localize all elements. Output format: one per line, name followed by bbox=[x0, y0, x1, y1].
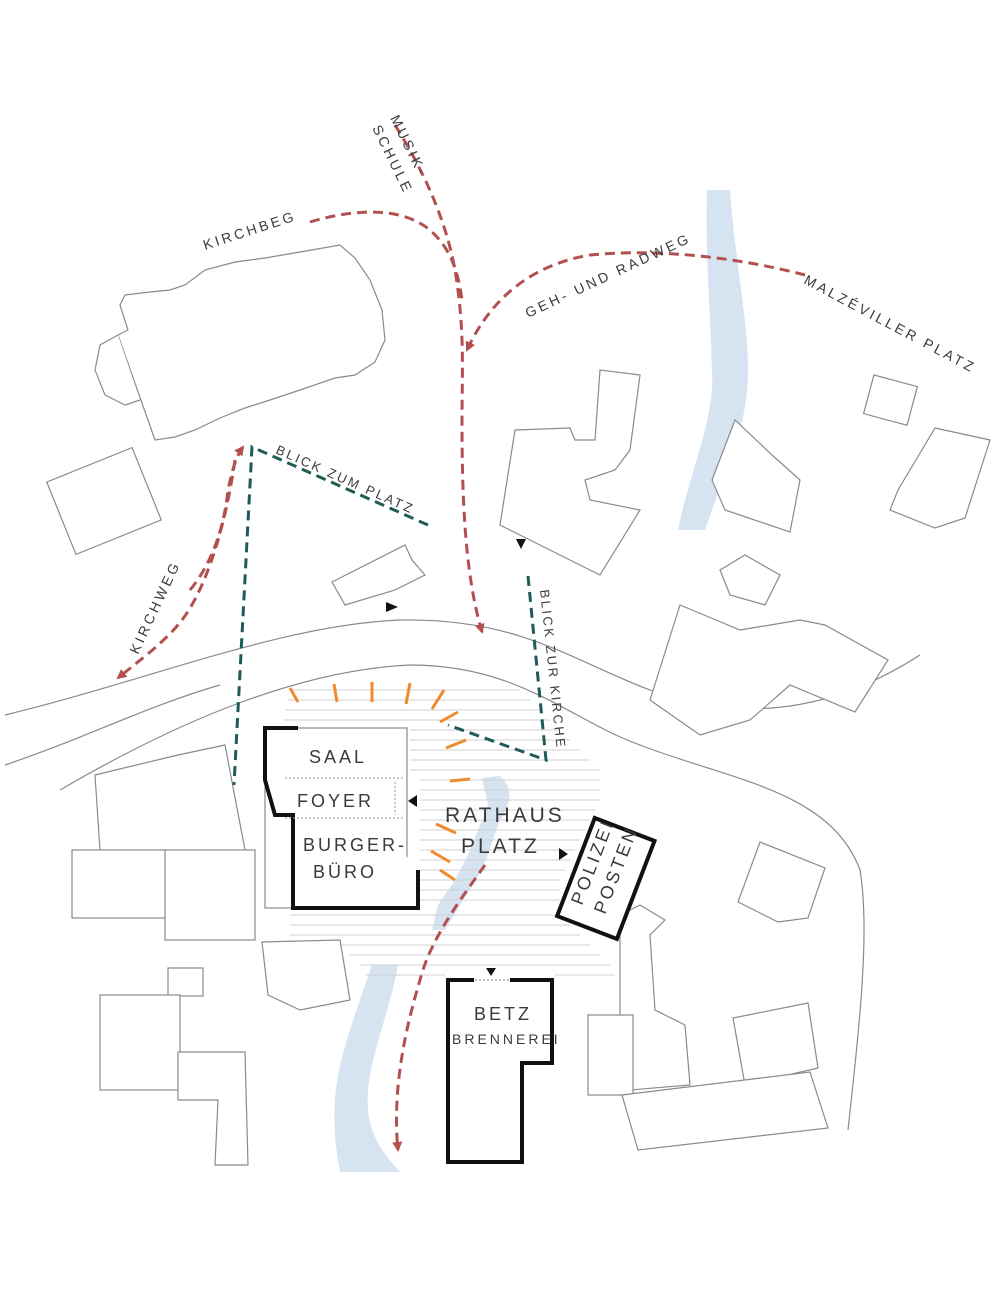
building-se-4 bbox=[732, 1002, 819, 1086]
ray-10 bbox=[430, 849, 451, 864]
walkway-south bbox=[392, 864, 487, 1152]
building-nw bbox=[45, 446, 163, 556]
label-brennerei: BRENNEREI bbox=[452, 1031, 561, 1047]
label-kirchbeg: KIRCHBEG bbox=[201, 208, 298, 253]
entrance-arrow-icon bbox=[516, 539, 526, 549]
label-rathaus: RATHAUS bbox=[445, 804, 565, 827]
walkway-kirchweg-up bbox=[188, 445, 245, 591]
entrance-arrow-icon bbox=[486, 968, 496, 976]
label-buro: BÜRO bbox=[313, 862, 377, 882]
ray-9 bbox=[435, 822, 457, 835]
building-east-3 bbox=[862, 374, 919, 427]
entrance-arrow-icon bbox=[559, 848, 568, 860]
plaza-hatch bbox=[284, 689, 615, 976]
stream-south bbox=[334, 965, 400, 1172]
building-east-4 bbox=[889, 427, 991, 529]
building-west-4 bbox=[261, 939, 351, 1011]
walkway-kirchbeg bbox=[309, 210, 464, 301]
main-road-south-edge bbox=[59, 664, 865, 1131]
ray-4 bbox=[404, 682, 412, 705]
building-se-5 bbox=[621, 1071, 829, 1151]
walkway-musikschule bbox=[393, 124, 485, 634]
building-east-6 bbox=[649, 604, 889, 736]
building-se-1 bbox=[737, 841, 826, 923]
label-platz: PLATZ bbox=[461, 835, 540, 858]
walkway-kirchweg-down bbox=[116, 459, 237, 680]
label-malzeviller: MALZÉVILLER PLATZ bbox=[802, 272, 979, 376]
label-geh-radweg: GEH- UND RADWEG bbox=[523, 230, 694, 321]
ray-5 bbox=[430, 689, 446, 710]
building-east-5 bbox=[719, 554, 781, 606]
building-se-3 bbox=[587, 1014, 634, 1096]
ray-7 bbox=[445, 738, 467, 750]
label-blick-zum-platz: BLICK ZUM PLATZ bbox=[274, 442, 417, 517]
label-betz: BETZ bbox=[474, 1004, 532, 1024]
ray-6 bbox=[439, 710, 459, 724]
side-road bbox=[4, 684, 221, 766]
building-polizei-posten bbox=[554, 815, 658, 942]
building-west-3 bbox=[164, 849, 256, 941]
ray-1 bbox=[288, 687, 300, 703]
building-small-center bbox=[331, 544, 426, 606]
ray-8 bbox=[449, 777, 471, 783]
church-apse bbox=[94, 334, 141, 406]
label-saal: SAAL bbox=[309, 747, 367, 767]
stream-plaza bbox=[432, 776, 510, 930]
entrance-arrow-icon bbox=[386, 602, 398, 612]
ray-2 bbox=[332, 683, 339, 703]
building-west-2 bbox=[71, 849, 168, 919]
building-west-5 bbox=[167, 967, 204, 997]
entrance-arrow-icon bbox=[408, 795, 417, 807]
building-east-1 bbox=[499, 369, 641, 576]
ray-11 bbox=[439, 868, 456, 882]
walkway-geh-radweg bbox=[465, 251, 806, 352]
building-east-2 bbox=[711, 418, 801, 533]
plaza-radiation bbox=[288, 682, 471, 882]
label-kirchweg: KIRCHWEG bbox=[126, 558, 183, 656]
building-betz-brennerei bbox=[446, 978, 554, 1164]
building-west-7 bbox=[177, 1051, 249, 1166]
building-west-6 bbox=[99, 994, 181, 1091]
church-outline bbox=[117, 244, 386, 441]
building-west-1 bbox=[94, 744, 246, 856]
sightline-blick-zur-kirche bbox=[447, 575, 548, 763]
main-road-north-edge bbox=[4, 619, 921, 716]
sightline-blick-zum-platz bbox=[232, 444, 429, 786]
label-foyer: FOYER bbox=[297, 791, 374, 811]
label-burger: BURGER- bbox=[303, 835, 407, 855]
